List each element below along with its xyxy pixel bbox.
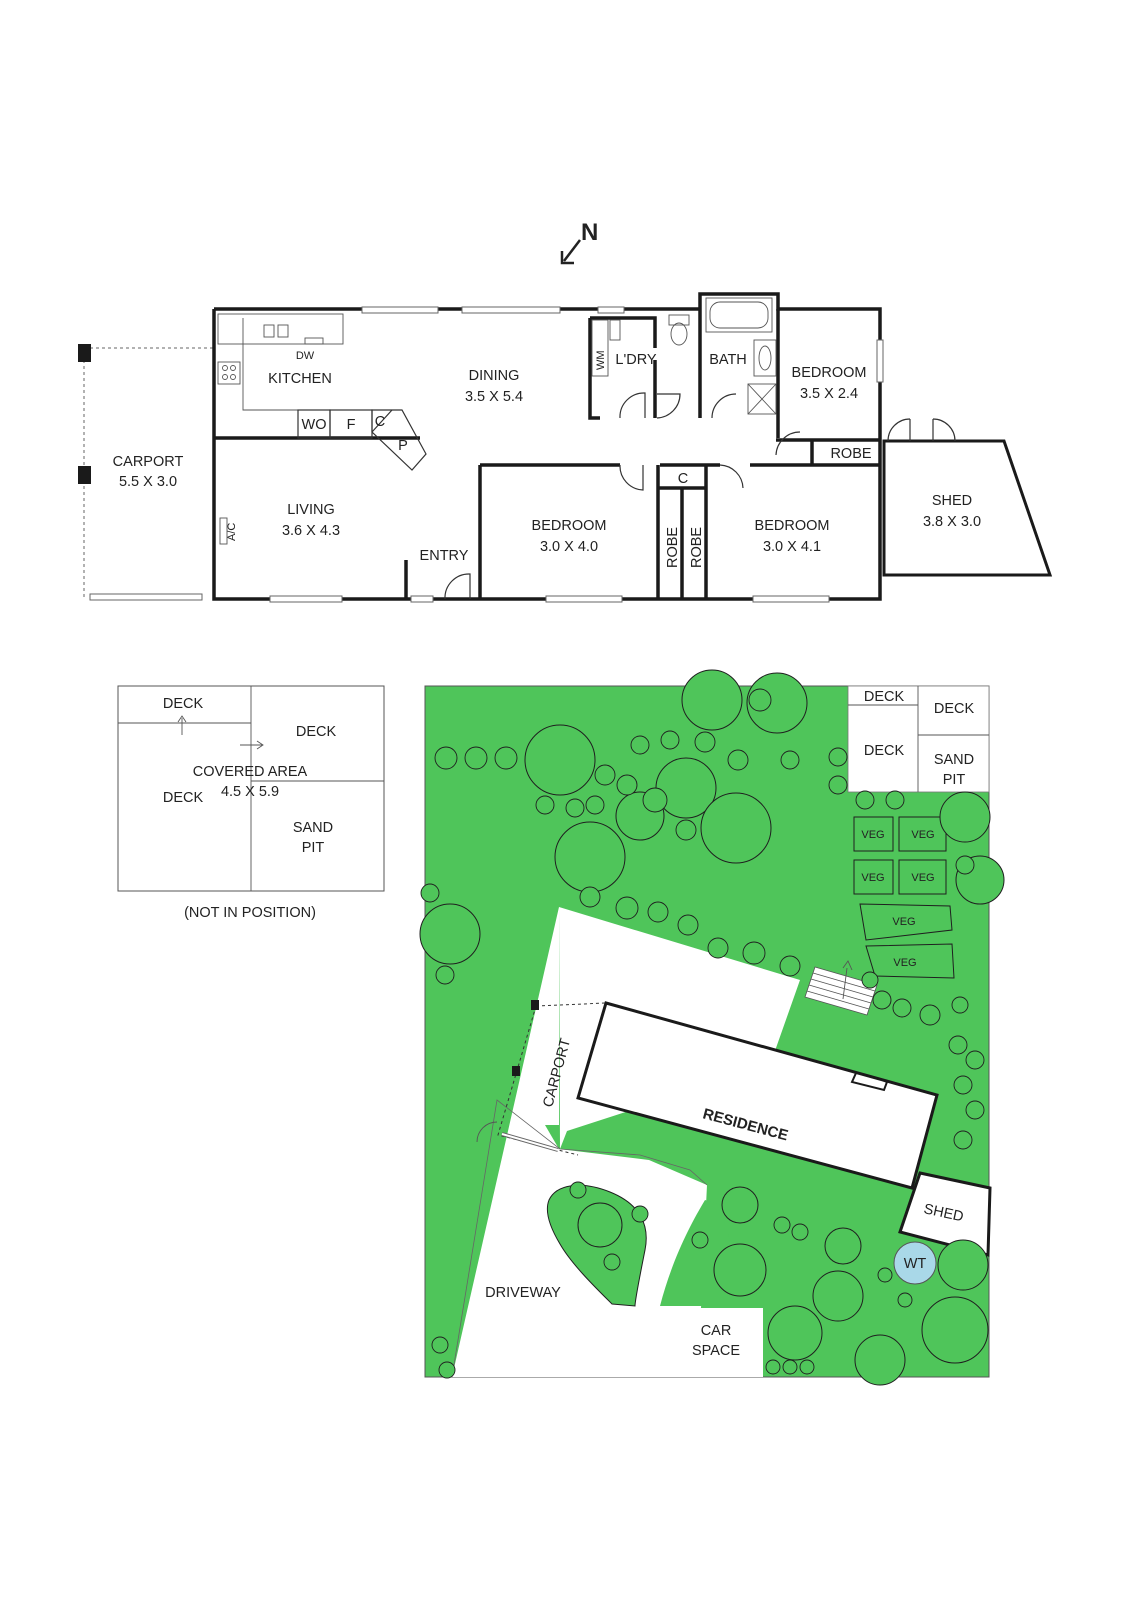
robe-1-label: ROBE <box>830 446 871 462</box>
inset-sand-label-1: SAND <box>293 820 333 836</box>
kitchen-cupboard-label: C <box>375 414 385 430</box>
shed-label: SHED <box>932 493 972 509</box>
floor-plan <box>78 292 1053 603</box>
shrub-icons <box>420 688 985 1379</box>
outdoor-inset <box>117 685 385 892</box>
bedroom-2-label: BEDROOM <box>532 518 607 534</box>
laundry-label: L'DRY <box>615 352 657 368</box>
wall-oven-label: WO <box>302 417 327 433</box>
carport-label: CARPORT <box>113 454 184 470</box>
hall-cupboard-label: C <box>678 471 688 487</box>
washing-machine-label: WM <box>595 350 607 370</box>
living-size: 3.6 X 4.3 <box>282 523 340 539</box>
inset-deck-1: DECK <box>163 696 204 712</box>
site-plan <box>419 669 1005 1386</box>
entry-label: ENTRY <box>420 548 469 564</box>
veg-bed-6: VEG <box>893 957 916 969</box>
covered-area-label: COVERED AREA <box>193 764 308 780</box>
not-in-position-note: (NOT IN POSITION) <box>184 905 316 921</box>
car-space-label-1: CAR <box>701 1323 732 1339</box>
large-tree-icons <box>419 669 1005 1386</box>
dishwasher-label: DW <box>296 350 315 362</box>
fridge-label: F <box>347 417 356 433</box>
covered-area-size: 4.5 X 5.9 <box>221 784 279 800</box>
veg-bed-3: VEG <box>861 872 884 884</box>
kitchen-label: KITCHEN <box>268 371 332 387</box>
robe-2-label: ROBE <box>665 527 681 568</box>
veg-bed-4: VEG <box>911 872 934 884</box>
bedroom-3-label: BEDROOM <box>755 518 830 534</box>
bedroom-2-size: 3.0 X 4.0 <box>540 539 598 555</box>
site-sand-label-2: PIT <box>943 772 966 788</box>
water-tank-label: WT <box>904 1256 927 1272</box>
veg-bed-1: VEG <box>861 829 884 841</box>
north-label: N <box>581 219 598 246</box>
veg-bed-2: VEG <box>911 829 934 841</box>
car-space-label-2: SPACE <box>692 1343 740 1359</box>
site-deck-b: DECK <box>934 701 975 717</box>
site-sand-label-1: SAND <box>934 752 974 768</box>
site-deck-c: DECK <box>864 743 905 759</box>
inset-sand-label-2: PIT <box>302 840 325 856</box>
air-conditioner-label: A/C <box>226 523 238 541</box>
bedroom-1-size: 3.5 X 2.4 <box>800 386 858 402</box>
bedroom-1-label: BEDROOM <box>792 365 867 381</box>
carport-size: 5.5 X 3.0 <box>119 474 177 490</box>
living-label: LIVING <box>287 502 335 518</box>
driveway-label: DRIVEWAY <box>485 1285 561 1301</box>
north-arrow-icon <box>560 239 581 265</box>
shed-size: 3.8 X 3.0 <box>923 514 981 530</box>
bedroom-3-size: 3.0 X 4.1 <box>763 539 821 555</box>
bath-label: BATH <box>709 352 747 368</box>
dining-label: DINING <box>469 368 520 384</box>
robe-3-label: ROBE <box>689 527 705 568</box>
inset-deck-2: DECK <box>296 724 337 740</box>
dining-size: 3.5 X 5.4 <box>465 389 523 405</box>
veg-bed-5: VEG <box>892 916 915 928</box>
site-deck-a: DECK <box>864 689 905 705</box>
pantry-label: P <box>398 438 408 454</box>
inset-deck-3: DECK <box>163 790 204 806</box>
